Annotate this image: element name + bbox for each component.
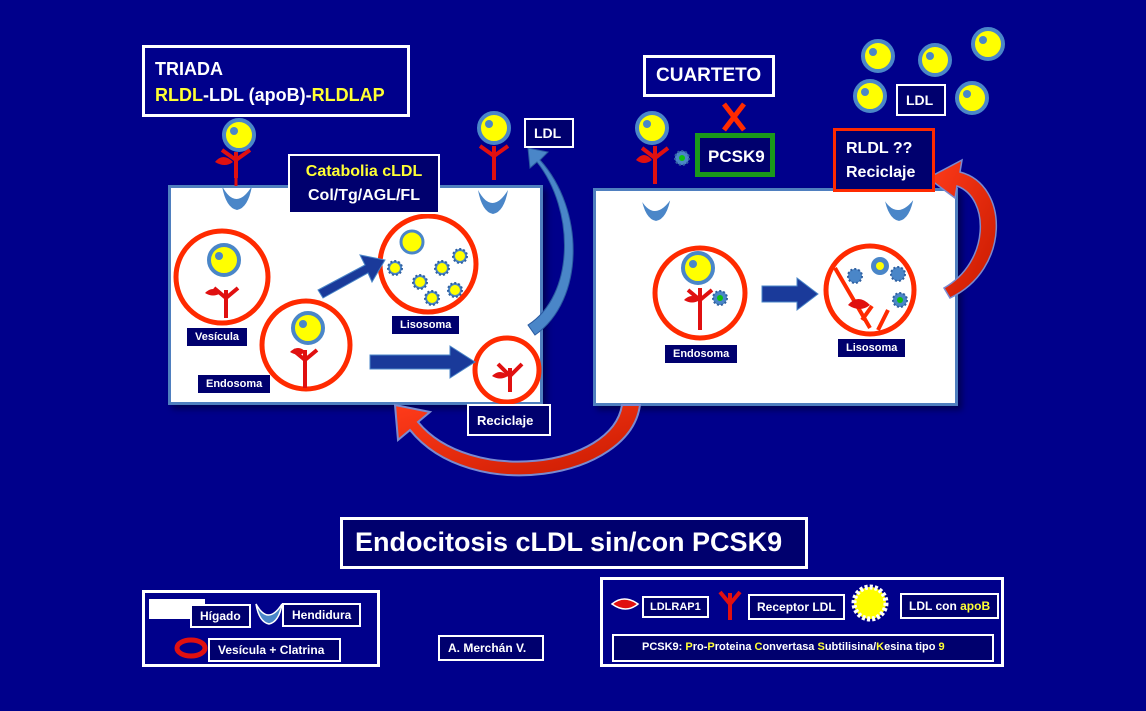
endosoma-label-left: Endosoma bbox=[198, 375, 271, 393]
right-cell-panel bbox=[593, 188, 958, 406]
author-label: A. Merchán V. bbox=[438, 635, 544, 661]
ldl-label-left: LDL bbox=[524, 118, 574, 148]
main-title: Endocitosis cLDL sin/con PCSK9 bbox=[340, 517, 808, 569]
legend-receptor-ldl: Receptor LDL bbox=[748, 594, 845, 620]
ldl-label-right: LDL bbox=[896, 84, 946, 116]
legend-pcsk9-definition: PCSK9: Pro-Proteina Convertasa Subtilisi… bbox=[612, 634, 994, 662]
lisosoma-label-right: Lisosoma bbox=[838, 339, 906, 357]
triada-subtitle: RLDL-LDL (apoB)-RLDLAP bbox=[155, 85, 385, 105]
legend-higado: Hígado bbox=[190, 604, 251, 628]
left-cell-panel bbox=[168, 185, 543, 405]
catabolia-box: Catabolia cLDL Col/Tg/AGL/FL bbox=[288, 154, 440, 214]
legend-right-box bbox=[600, 577, 1004, 667]
legend-ldl-apob: LDL con apoB bbox=[900, 593, 1000, 619]
legend-vesicula-clatrina: Vesícula + Clatrina bbox=[208, 638, 341, 662]
x-mark-pcsk9 bbox=[722, 102, 746, 132]
triada-title: TRIADA bbox=[155, 59, 223, 79]
vesicula-label: Vesícula bbox=[187, 328, 248, 346]
legend-hendidura: Hendidura bbox=[282, 603, 362, 627]
cuarteto-box: CUARTETO bbox=[643, 55, 775, 97]
reciclaje-label-left: Reciclaje bbox=[467, 404, 551, 436]
pcsk9-box: PCSK9 bbox=[695, 133, 775, 177]
lisosoma-label-left: Lisosoma bbox=[392, 316, 460, 334]
triada-box: TRIADA RLDL-LDL (apoB)-RLDLAP bbox=[142, 45, 410, 117]
endosoma-label-right: Endosoma bbox=[665, 345, 738, 363]
rldl-reciclaje-box: RLDL ?? Reciclaje bbox=[833, 128, 935, 192]
legend-ldlrap1: LDLRAP1 bbox=[642, 596, 709, 618]
